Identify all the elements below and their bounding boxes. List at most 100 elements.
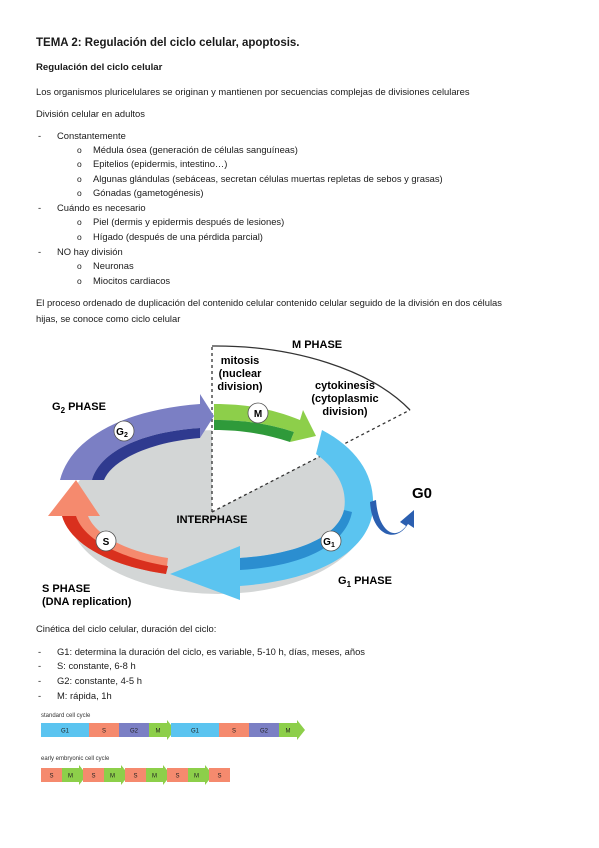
standard-cycle-label: standard cell cycle: [41, 713, 91, 719]
g2-badge: [113, 420, 135, 442]
list-item: Epitelios (epidermis, intestino…): [93, 158, 228, 169]
phase-segment-m: [188, 765, 213, 785]
intro-text: Los organismos pluricelulares se origina…: [36, 86, 470, 97]
g2-arc-shade: [92, 428, 200, 480]
dash-bullet: -: [38, 246, 42, 257]
g1-badge: [320, 530, 342, 552]
kinetics-item: G1: determina la duración del ciclo, es …: [57, 646, 365, 657]
list-item: Piel (dermis y epidermis después de lesi…: [93, 216, 285, 227]
cell-cycle-diagram: M G2 S G1 M PHASE mitosis (nuclear divis…: [42, 339, 432, 608]
phase-segment-g2: [119, 723, 149, 737]
g2-arc: [60, 394, 214, 480]
s-arc-shade: [62, 516, 168, 574]
mitosis-line3: division): [217, 381, 263, 393]
phase-segment-m: [146, 765, 171, 785]
phase-segment-label: G2: [130, 729, 139, 735]
phase-segment-label: S: [133, 774, 137, 780]
s-phase-label: S PHASE: [42, 583, 90, 595]
g2-phase-label: G2 PHASE: [52, 401, 106, 415]
phase-segment-label: S: [175, 774, 179, 780]
dash-bullet: -: [38, 690, 42, 701]
phase-segment-label: M: [286, 729, 291, 735]
dash-bullet: -: [38, 646, 42, 657]
phase-segment-label: S: [91, 774, 95, 780]
list-item: Miocitos cardiacos: [93, 275, 171, 286]
phase-segment-s: [83, 768, 104, 782]
kinetics-item: G2: constante, 4-5 h: [57, 675, 142, 686]
dash-bullet: -: [38, 675, 42, 686]
circle-bullet: o: [77, 261, 82, 271]
dna-replication-label: (DNA replication): [42, 596, 132, 608]
list-item: Gónadas (gametogénesis): [93, 187, 204, 198]
embryo-cycle-label: early embryonic cell cycle: [41, 756, 110, 762]
dash-bullet: -: [38, 202, 42, 213]
phase-segment-label: S: [232, 729, 236, 735]
section-subtitle: Regulación del ciclo celular: [36, 62, 163, 73]
phase-segment-g1: [171, 723, 219, 737]
phase-segment-s: [41, 768, 62, 782]
group-label: Constantemente: [57, 130, 126, 141]
circle-bullet: o: [77, 145, 82, 155]
circle-bullet: o: [77, 217, 82, 227]
phase-segment-label: G2: [260, 729, 269, 735]
phase-segment-label: G1: [191, 729, 200, 735]
phase-segment-m: [104, 765, 129, 785]
phase-segment-label: S: [102, 729, 106, 735]
m-phase-dotted-edge: [211, 409, 411, 513]
phase-segment-s: [125, 768, 146, 782]
cytokinesis-line3: division): [322, 406, 368, 418]
g1-badge-text: G1: [323, 537, 335, 549]
phase-segment-label: G1: [61, 729, 70, 735]
g0-label: G0: [412, 485, 432, 502]
dash-bullet: -: [38, 130, 42, 141]
standard-cycle-row: G1 S G2 M G1 S G2 M: [41, 720, 305, 740]
s-arc: [48, 480, 168, 574]
circle-bullet: o: [77, 174, 82, 184]
m-arc-shade: [214, 420, 294, 442]
g1-phase-label: G1 PHASE: [338, 575, 392, 589]
interphase-label: INTERPHASE: [177, 514, 248, 526]
mitosis-line1: mitosis: [221, 355, 260, 367]
m-badge-text: M: [254, 409, 262, 420]
g1-arc-shade: [240, 510, 352, 570]
phase-segment-s: [209, 768, 230, 782]
m-phase-arc: [211, 345, 411, 411]
phase-segment-s: [219, 723, 249, 737]
circle-bullet: o: [77, 188, 82, 198]
dash-bullet: -: [38, 660, 42, 671]
kinetics-heading: Cinética del ciclo celular, duración del…: [36, 623, 217, 634]
list-item: Hígado (después de una pérdida parcial): [93, 231, 263, 242]
kinetics-item: S: constante, 6-8 h: [57, 660, 136, 671]
phase-segment-label: M: [156, 729, 161, 735]
m-arc: [214, 404, 316, 442]
m-badge: [247, 402, 269, 424]
list-item: Médula ósea (generación de células sangu…: [93, 144, 298, 155]
process-text-line2: hijas, se conoce como ciclo celular: [36, 313, 181, 324]
phase-segment-s: [167, 768, 188, 782]
phase-segment-m: [149, 720, 175, 740]
group-label: NO hay división: [57, 246, 123, 257]
list-item: Neuronas: [93, 260, 134, 271]
phase-segment-label: M: [152, 774, 157, 780]
document-title: TEMA 2: Regulación del ciclo celular, ap…: [36, 37, 300, 49]
kinetics-item: M: rápida, 1h: [57, 690, 112, 701]
phase-segment-s: [89, 723, 119, 737]
circle-bullet: o: [77, 276, 82, 286]
process-text-line1: El proceso ordenado de duplicación del c…: [36, 297, 502, 308]
list-item: Algunas glándulas (sebáceas, secretan cé…: [93, 173, 443, 184]
phase-segment-label: M: [68, 774, 73, 780]
cytokinesis-line2: (cytoplasmic: [311, 393, 378, 405]
phase-segment-m: [279, 720, 305, 740]
g1-arc: [170, 430, 374, 600]
phase-segment-label: S: [217, 774, 221, 780]
g0-arrow: [370, 500, 414, 535]
group-label: Cuándo es necesario: [57, 202, 146, 213]
s-badge: [95, 530, 117, 552]
circle-bullet: o: [77, 159, 82, 169]
phase-segment-g2: [249, 723, 279, 737]
phase-segment-g1: [41, 723, 89, 737]
mitosis-line2: (nuclear: [219, 368, 263, 380]
